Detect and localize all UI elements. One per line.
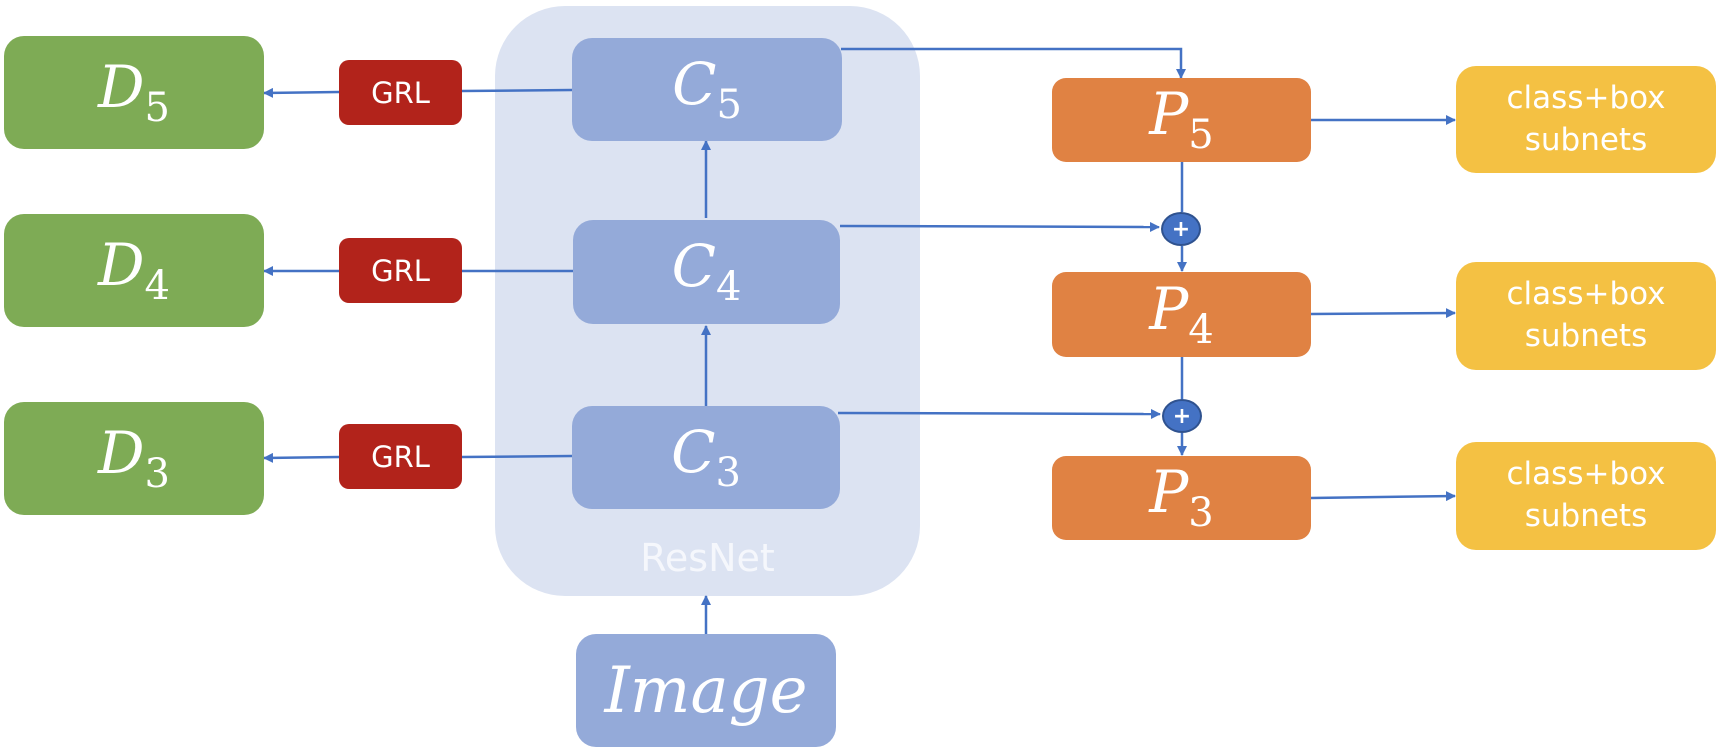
d4-subscript: 4 bbox=[144, 262, 170, 309]
c5-subscript: 5 bbox=[716, 81, 742, 128]
p3-label: P bbox=[1149, 458, 1189, 526]
p5-subscript: 5 bbox=[1188, 112, 1214, 158]
p4-label: P bbox=[1149, 274, 1189, 343]
edge-grl-d5 bbox=[263, 87, 340, 98]
edge-c5-grl bbox=[461, 88, 573, 93]
edge-p4-head bbox=[1310, 308, 1456, 319]
c3-subscript: 3 bbox=[715, 449, 741, 496]
plus-icon: + bbox=[1162, 399, 1202, 433]
head-p5: class+box subnets bbox=[1456, 66, 1716, 173]
d3-subscript: 3 bbox=[144, 450, 170, 497]
pyramid-p4: P4 bbox=[1052, 272, 1311, 357]
head-p4: class+box subnets bbox=[1456, 262, 1716, 370]
head-line2: subnets bbox=[1524, 121, 1648, 158]
p5-label: P bbox=[1149, 80, 1189, 148]
edge-c5-p5 bbox=[841, 47, 1186, 79]
d5-label: D bbox=[98, 52, 145, 121]
backbone-c5: C5 bbox=[572, 38, 842, 141]
p3-subscript: 3 bbox=[1188, 490, 1214, 536]
edge-c4-plus1 bbox=[839, 221, 1160, 232]
grl-4: GRL bbox=[339, 238, 462, 303]
head-line2: subnets bbox=[1524, 498, 1648, 534]
grl-3: GRL bbox=[339, 424, 462, 489]
discriminator-d3: D3 bbox=[4, 402, 264, 515]
edge-c3-plus2 bbox=[837, 408, 1161, 419]
c4-label: C bbox=[671, 232, 716, 300]
image-input: Image bbox=[576, 634, 836, 747]
head-line1: class+box bbox=[1506, 79, 1666, 116]
c4-subscript: 4 bbox=[715, 264, 742, 310]
discriminator-d4: D4 bbox=[4, 214, 264, 327]
head-line2: subnets bbox=[1524, 318, 1648, 354]
resnet-label: ResNet bbox=[640, 536, 775, 580]
c5-label: C bbox=[672, 49, 717, 118]
head-line1: class+box bbox=[1506, 276, 1666, 313]
discriminator-d5: D5 bbox=[4, 36, 264, 149]
d4-label: D bbox=[98, 230, 145, 299]
plus-icon: + bbox=[1161, 212, 1201, 246]
d5-subscript: 5 bbox=[144, 84, 170, 131]
image-label: Image bbox=[604, 653, 808, 728]
head-line1: class+box bbox=[1506, 456, 1666, 493]
head-p3: class+box subnets bbox=[1456, 442, 1716, 550]
grl-5: GRL bbox=[339, 60, 462, 125]
pyramid-p3: P3 bbox=[1052, 456, 1311, 540]
backbone-c3: C3 bbox=[572, 406, 840, 509]
edge-p3-head bbox=[1310, 491, 1456, 502]
edge-c3-grl bbox=[461, 454, 573, 459]
p4-subscript: 4 bbox=[1188, 306, 1214, 353]
d3-label: D bbox=[98, 418, 145, 487]
backbone-c4: C4 bbox=[573, 220, 840, 324]
pyramid-p5: P5 bbox=[1052, 78, 1311, 162]
c3-label: C bbox=[671, 417, 716, 486]
edge-grl-d3 bbox=[263, 452, 340, 463]
